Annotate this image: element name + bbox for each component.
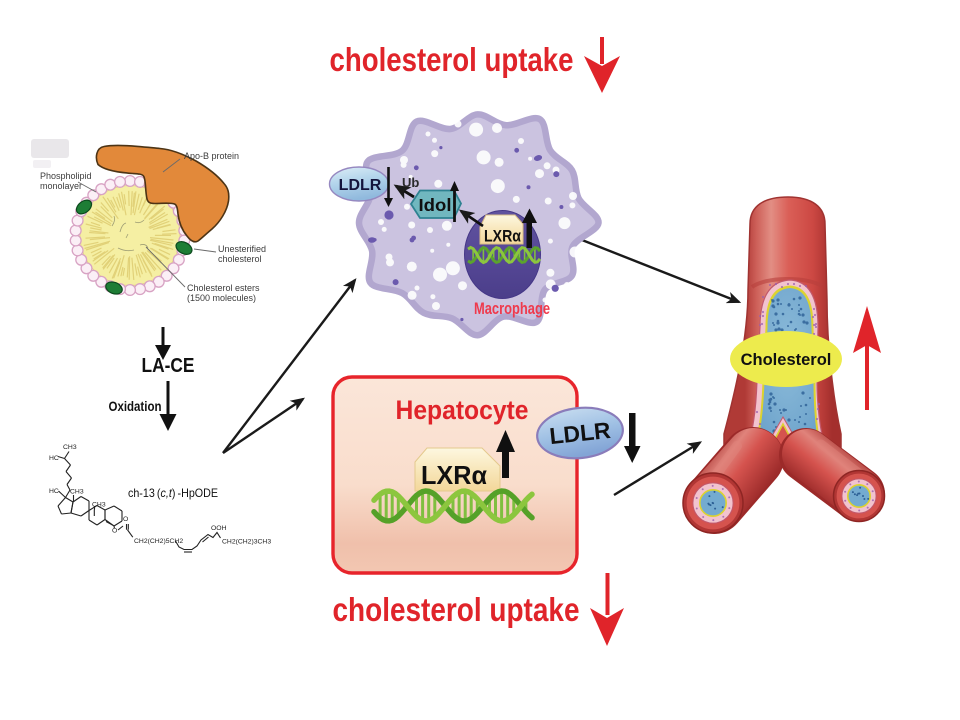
svg-text:Apo-B protein: Apo-B protein [184,151,239,161]
svg-text:cholesterol uptake: cholesterol uptake [333,591,580,628]
svg-text:CH3: CH3 [63,444,77,451]
svg-text:HC: HC [49,455,59,462]
svg-text:cholesterol: cholesterol [218,254,262,264]
svg-text:LXRα: LXRα [484,228,521,246]
svg-text:cholesterol uptake: cholesterol uptake [330,41,574,78]
svg-text:Cholesterol: Cholesterol [741,351,832,369]
svg-text:Oxidation: Oxidation [109,398,162,414]
svg-text:CH3: CH3 [92,502,106,509]
svg-text:Phospholipid: Phospholipid [40,171,92,181]
svg-text:monolayer: monolayer [40,181,82,191]
svg-text:Hepatocyte: Hepatocyte [396,395,529,425]
svg-text:LA-CE: LA-CE [142,355,195,377]
svg-text:ch-13 (c,t) -HpODE: ch-13 (c,t) -HpODE [128,486,218,500]
svg-text:Cholesterol esters: Cholesterol esters [187,283,260,293]
svg-text:LDLR: LDLR [548,417,612,449]
svg-text:O: O [123,516,128,523]
svg-text:OOH: OOH [211,525,227,532]
svg-text:CH2(CH2)3CH3: CH2(CH2)3CH3 [222,539,271,546]
svg-text:Macrophage: Macrophage [474,300,550,318]
svg-text:Idol: Idol [419,195,452,215]
svg-text:CH3: CH3 [70,489,84,496]
svg-text:LDLR: LDLR [339,177,382,194]
svg-text:HC: HC [49,488,59,495]
svg-text:LXRα: LXRα [421,460,487,490]
svg-text:CH2(CH2)5CH2: CH2(CH2)5CH2 [134,538,183,545]
svg-text:O: O [112,528,117,535]
svg-text:Ub: Ub [402,175,419,190]
svg-text:(1500 molecules): (1500 molecules) [187,293,256,303]
svg-text:Unesterified: Unesterified [218,244,266,254]
